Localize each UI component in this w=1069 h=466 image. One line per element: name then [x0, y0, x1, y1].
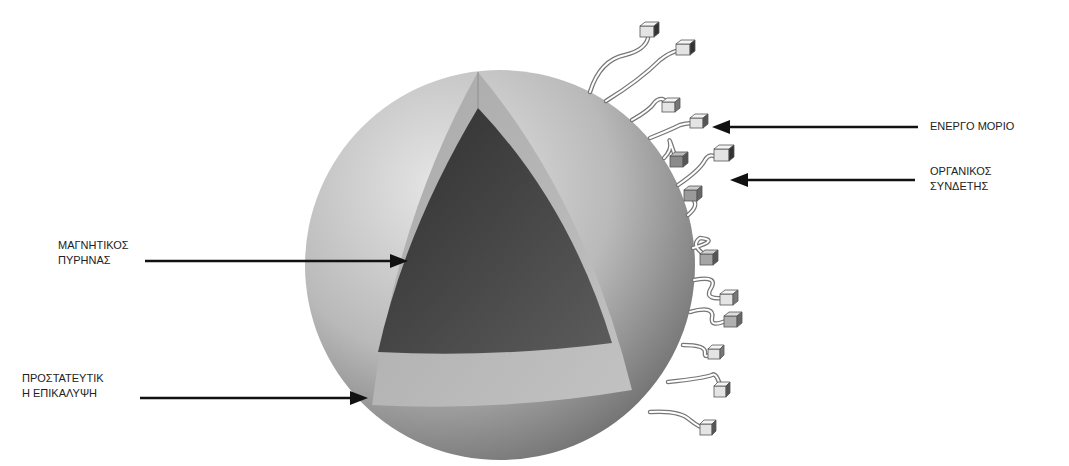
coating-cut-face: [372, 72, 632, 407]
active-molecules: [640, 22, 742, 435]
organic-linkers: [590, 38, 728, 428]
part-label: ΜΑΓΝΗΤΙΚΟΣ ΠΥΡΗΝΑΣ: [58, 238, 129, 269]
magnetic-core: [378, 108, 612, 354]
part-label: ΠΡΟΣΤΑΤΕΥΤΙΚ Η ΕΠΙΚΑΛΥΨΗ: [22, 371, 104, 402]
part-label: ΕΝΕΡΓΟ ΜΟΡΙΟ: [930, 119, 1014, 134]
part-label: ΟΡΓΑΝΙΚΟΣ ΣΥΝΔΕΤΗΣ: [930, 164, 992, 195]
leader-arrows: [140, 120, 918, 405]
sphere-shell: [305, 70, 695, 460]
